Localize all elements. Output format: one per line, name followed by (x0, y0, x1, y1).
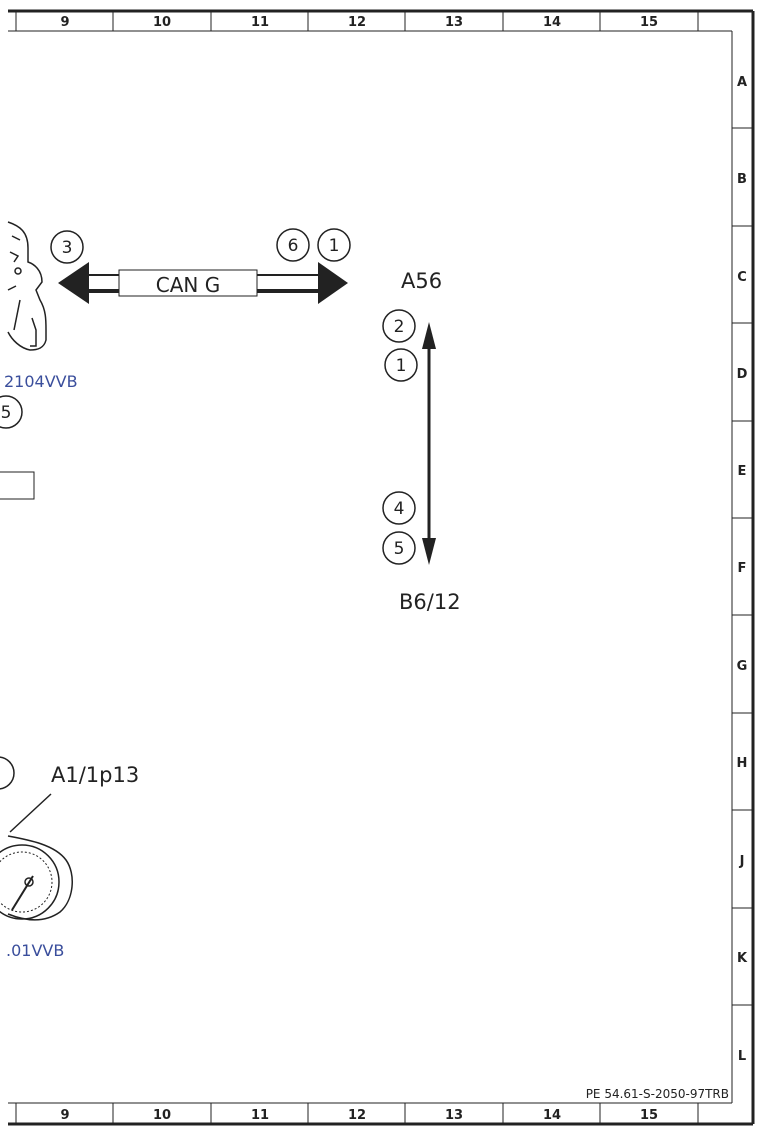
bus-right-arrowhead (318, 262, 348, 304)
bottom-ruler-col-15: 15 (640, 1108, 658, 1123)
top-ruler-col-10: 10 (153, 15, 171, 30)
pin-6-label: 6 (288, 236, 299, 256)
pin-5-circle: 5 (382, 531, 416, 565)
pin-1-vertical-label: 1 (396, 356, 407, 376)
pin-3-label: 3 (62, 238, 73, 258)
bottom-ruler-col-11: 11 (251, 1108, 269, 1123)
bottom-ruler-col-14: 14 (543, 1108, 561, 1123)
right-ruler-row-d: D (737, 367, 748, 382)
right-ruler-row-c: C (737, 270, 747, 285)
partial-ref-bottom: .01VVB (6, 941, 64, 960)
right-ruler-row-g: G (737, 659, 748, 674)
right-ruler-row-k: K (737, 951, 748, 966)
partial-connector-box (0, 471, 35, 500)
right-ruler-row-e: E (738, 464, 747, 479)
right-ruler: A B C D E F G H J K L (732, 75, 753, 1064)
pin-1-bus-circle: 1 (317, 228, 351, 262)
bottom-ruler-col-12: 12 (348, 1108, 366, 1123)
right-ruler-row-l: L (738, 1049, 746, 1064)
component-b6-12-label: B6/12 (399, 590, 461, 614)
component-a1-1p13-label: A1/1p13 (51, 763, 139, 787)
pin-3-circle: 3 (50, 230, 84, 264)
top-ruler-col-9: 9 (60, 15, 69, 30)
right-ruler-row-j: J (739, 854, 745, 869)
right-ruler-row-b: B (737, 172, 747, 187)
pin-5-label: 5 (394, 539, 405, 559)
partial-pin-circle-top: 5 (0, 395, 23, 429)
bus-label-box (118, 269, 258, 297)
bottom-ruler-col-10: 10 (153, 1108, 171, 1123)
top-ruler: 9 10 11 12 13 14 15 (15, 11, 699, 31)
vertical-link-arrow (422, 322, 436, 565)
partial-pin-top-label: 5 (1, 403, 12, 423)
bottom-ruler: 9 10 11 12 13 14 15 (15, 1103, 699, 1124)
top-ruler-col-11: 11 (251, 15, 269, 30)
vertical-link-up-arrowhead (422, 322, 436, 349)
pin-1-bus-label: 1 (329, 236, 340, 256)
top-ruler-col-15: 15 (640, 15, 658, 30)
pin-2-circle: 2 (382, 309, 416, 343)
pin-4-circle: 4 (382, 491, 416, 525)
bus-left-arrowhead (58, 262, 89, 304)
bottom-ruler-col-13: 13 (445, 1108, 463, 1123)
right-ruler-row-a: A (737, 75, 747, 90)
right-ruler-row-h: H (737, 756, 748, 771)
gauge-component (0, 793, 73, 921)
partial-ref-top: 2104VVB (4, 372, 78, 391)
top-ruler-col-13: 13 (445, 15, 463, 30)
pin-4-label: 4 (394, 499, 405, 519)
pin-6-circle: 6 (276, 228, 310, 262)
component-a56-label: A56 (401, 269, 442, 293)
top-ruler-col-12: 12 (348, 15, 366, 30)
partial-gateway-component (7, 221, 47, 351)
vertical-link-down-arrowhead (422, 538, 436, 565)
pin-1-vertical-circle: 1 (384, 348, 418, 382)
top-ruler-col-14: 14 (543, 15, 561, 30)
can-g-bus: CAN G (58, 262, 348, 304)
pin-2-label: 2 (394, 317, 405, 337)
right-ruler-row-f: F (738, 561, 747, 576)
document-code: PE 54.61-S-2050-97TRB (586, 1087, 729, 1101)
bus-label: CAN G (156, 273, 220, 297)
bottom-ruler-col-9: 9 (60, 1108, 69, 1123)
partial-pin-circle-bottom (0, 756, 15, 790)
